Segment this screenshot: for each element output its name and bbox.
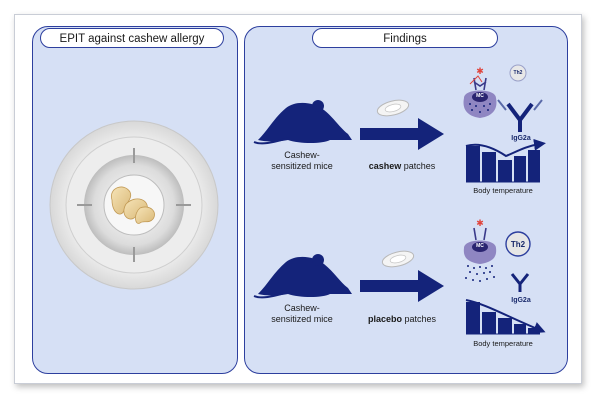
patch-label-top: cashew patches [352,161,452,172]
antibody-label-bottom: IgG2a [506,295,536,306]
mice-label-line2: sensitized mice [262,314,342,325]
mouse-icon-top [254,100,352,143]
patch-label-bottom: placebo patches [352,314,452,325]
mice-label-line1: Cashew- [262,303,342,314]
mice-label-top: Cashew- sensitized mice [262,150,342,172]
mouse-icon-bottom [254,254,352,297]
temp-chart-top [466,144,540,182]
chart-label-bottom: Body temperature [458,338,548,349]
patch-icon-top [376,97,410,118]
mice-label-line2: sensitized mice [262,161,342,172]
patch-suffix: patches [402,314,436,324]
arrow-bottom [360,270,444,302]
patch-type-label: placebo [368,314,402,324]
mice-label-line1: Cashew- [262,150,342,161]
chart-label-top: Body temperature [458,185,548,196]
antibody-label-top: IgG2a [506,133,536,144]
mice-label-bottom: Cashew- sensitized mice [262,303,342,325]
patch-suffix: patches [401,161,435,171]
patch-icon-bottom [381,248,415,269]
th2-label-bottom: Th2 [508,239,528,250]
arrow-top [360,118,444,150]
mc-label-bottom: MC [472,241,488,252]
svg-text:✱: ✱ [476,66,484,76]
patch-type-label: cashew [369,161,402,171]
antibody-icon-bottom [512,274,528,292]
th2-label-top: Th2 [510,68,526,79]
antibody-icon-top [498,100,542,132]
svg-text:✱: ✱ [476,218,484,228]
mc-label-top: MC [472,91,488,102]
